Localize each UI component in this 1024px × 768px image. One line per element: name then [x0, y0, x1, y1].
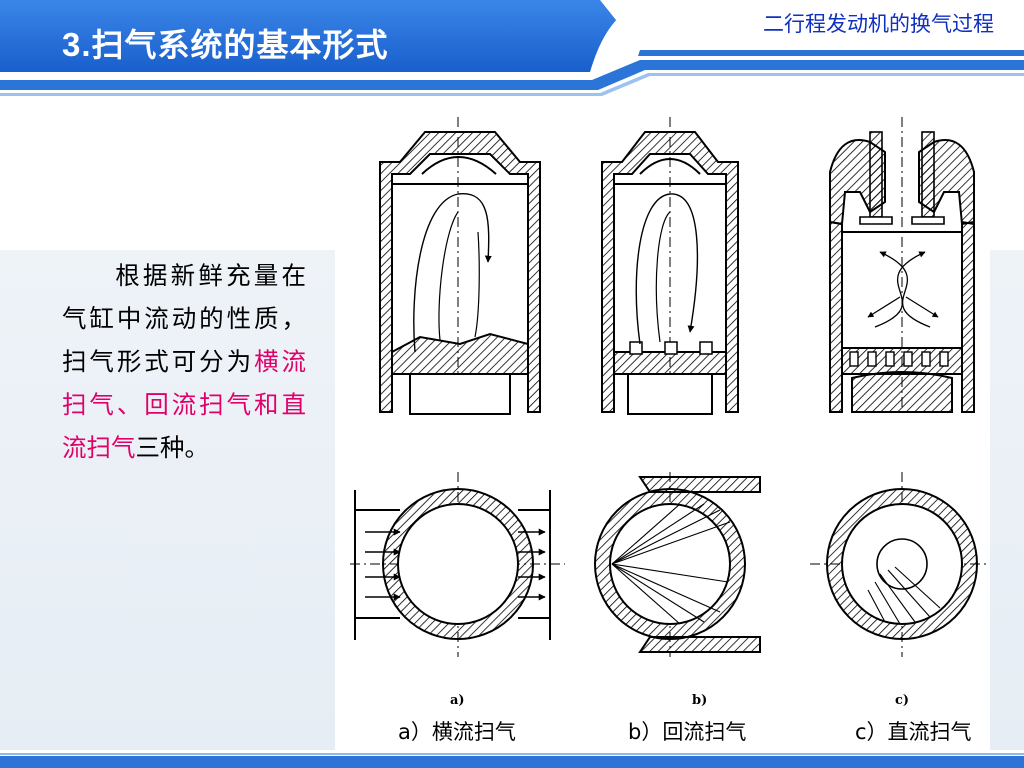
scavenging-diagram: a) b) c)	[350, 117, 990, 708]
title-text: 扫气系统的基本形式	[91, 26, 389, 64]
footer-bar	[0, 756, 1024, 768]
footer-line	[0, 753, 1024, 755]
header-banner	[0, 0, 1024, 96]
diagram-c-top	[810, 472, 990, 657]
body-paragraph: 根据新鲜充量在气缸中流动的性质，扫气形式可分为横流扫气、回流扫气和直流扫气三种。	[62, 254, 306, 469]
caption-b: b）回流扫气	[628, 720, 747, 744]
figure-label-c: c)	[895, 693, 909, 708]
body-outro: 三种。	[135, 433, 210, 462]
text-panel-background	[0, 250, 335, 750]
figure-label-b: b)	[692, 693, 707, 708]
right-panel-background	[990, 250, 1024, 750]
topic-label: 二行程发动机的换气过程	[763, 12, 994, 36]
page-title: 3.扫气系统的基本形式	[62, 20, 389, 66]
diagram-a-top	[350, 472, 565, 657]
diagram-a-side	[379, 117, 541, 417]
diagram-c-side	[829, 117, 975, 417]
diagram-b-top	[594, 472, 761, 657]
diagram-b-side	[601, 117, 739, 417]
caption-c: c）直流扫气	[855, 720, 972, 744]
title-number: 3.	[62, 26, 92, 63]
caption-a: a）横流扫气	[398, 720, 516, 744]
body-intro: 根据新鲜充量在气缸中流动的性质，扫气形式可分为	[62, 261, 306, 376]
slide-header: 3.扫气系统的基本形式 二行程发动机的换气过程	[0, 0, 1024, 110]
body-highlight: 横流扫气、回流扫气和直流扫气	[62, 347, 306, 462]
figure-label-a: a)	[450, 693, 465, 708]
